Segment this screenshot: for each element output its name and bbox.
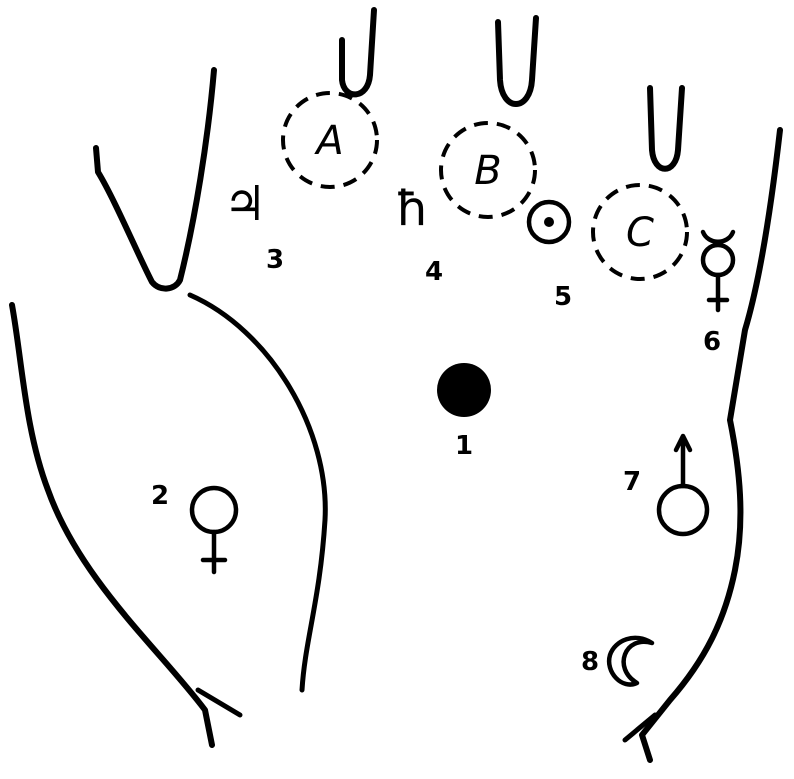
point-5-number: 5 xyxy=(554,282,572,312)
sun-icon xyxy=(529,202,569,242)
point-6-number: 6 xyxy=(703,327,721,357)
point-7-number: 7 xyxy=(623,467,641,497)
mercury-icon xyxy=(703,232,733,310)
point-4-number: 4 xyxy=(425,257,443,287)
mount-b-label: B xyxy=(474,148,501,194)
life-line xyxy=(190,295,325,690)
saturn-icon: ħ xyxy=(395,181,428,237)
point-1-number: 1 xyxy=(455,431,473,461)
jupiter-icon: ♃ xyxy=(223,176,266,232)
finger-gap-c xyxy=(650,88,682,169)
point-2-number: 2 xyxy=(151,481,169,511)
moon-icon xyxy=(609,638,652,685)
mars-icon xyxy=(659,436,707,534)
point-3-number: 3 xyxy=(266,245,284,275)
finger-gap-b xyxy=(498,18,536,104)
mount-a-label: A xyxy=(313,118,343,164)
point-8-number: 8 xyxy=(581,647,599,677)
filled-circle-icon xyxy=(437,363,491,417)
venus-icon xyxy=(192,488,236,572)
thumb-index-gap xyxy=(96,70,214,289)
ulnar-edge xyxy=(642,130,780,760)
finger-gap-a xyxy=(342,10,374,94)
mount-c-label: C xyxy=(626,210,654,256)
thumb-outline xyxy=(12,305,212,745)
